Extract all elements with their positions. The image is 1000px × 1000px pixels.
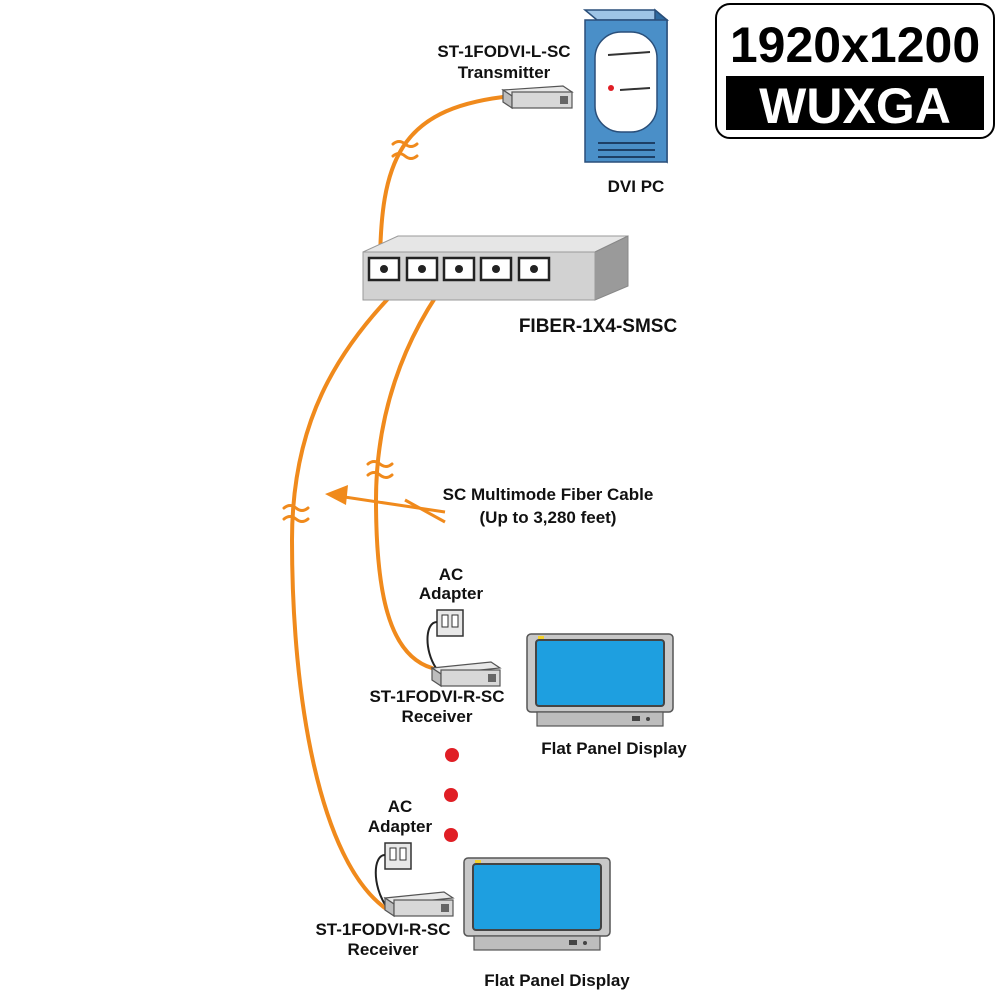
- cable-callout: [325, 485, 446, 524]
- adapter-1-label-line1: AC: [439, 565, 464, 584]
- display-1-label: Flat Panel Display: [541, 739, 687, 758]
- splitter-port-holes: [380, 265, 538, 273]
- flat-panel-display-2: [463, 857, 611, 951]
- resolution-badge: 1920x1200 WUXGA: [715, 3, 995, 139]
- fiber-cable-receiver-2: [289, 268, 419, 910]
- cable-break-marks: [282, 140, 419, 523]
- adapter-1-label-line2: Adapter: [419, 584, 484, 603]
- ac-adapter-1: [426, 609, 464, 669]
- more-receivers-dots: [444, 748, 459, 842]
- fiber-cables: [282, 95, 505, 910]
- receiver-1-role-label: Receiver: [402, 707, 473, 726]
- dvi-pc: [582, 8, 670, 164]
- receiver-1-unit: [430, 661, 502, 688]
- display-2-label: Flat Panel Display: [484, 971, 630, 990]
- transmitter-model-label: ST-1FODVI-L-SC: [437, 42, 570, 61]
- fiber-splitter: [362, 235, 629, 301]
- receiver-1-model-label: ST-1FODVI-R-SC: [369, 687, 504, 706]
- badge-standard-text: WUXGA: [759, 78, 951, 134]
- adapter-2-label-line2: Adapter: [368, 817, 433, 836]
- transmitter-role-label: Transmitter: [458, 63, 551, 82]
- pc-label: DVI PC: [608, 177, 665, 196]
- receiver-2-unit: [383, 891, 455, 918]
- badge-resolution-text: 1920x1200: [730, 17, 980, 73]
- cable-length-label: (Up to 3,280 feet): [480, 508, 617, 527]
- flat-panel-display-1: [526, 633, 674, 727]
- receiver-2-model-label: ST-1FODVI-R-SC: [315, 920, 450, 939]
- fiber-cable-transmitter: [378, 95, 505, 272]
- fiber-cable-receiver-1: [373, 268, 457, 670]
- adapter-2-label-line1: AC: [388, 797, 413, 816]
- receiver-2-role-label: Receiver: [348, 940, 419, 959]
- ac-adapter-2: [374, 842, 412, 907]
- transmitter-unit: [501, 85, 574, 110]
- splitter-label: FIBER-1X4-SMSC: [519, 316, 678, 337]
- cable-type-label: SC Multimode Fiber Cable: [443, 485, 654, 504]
